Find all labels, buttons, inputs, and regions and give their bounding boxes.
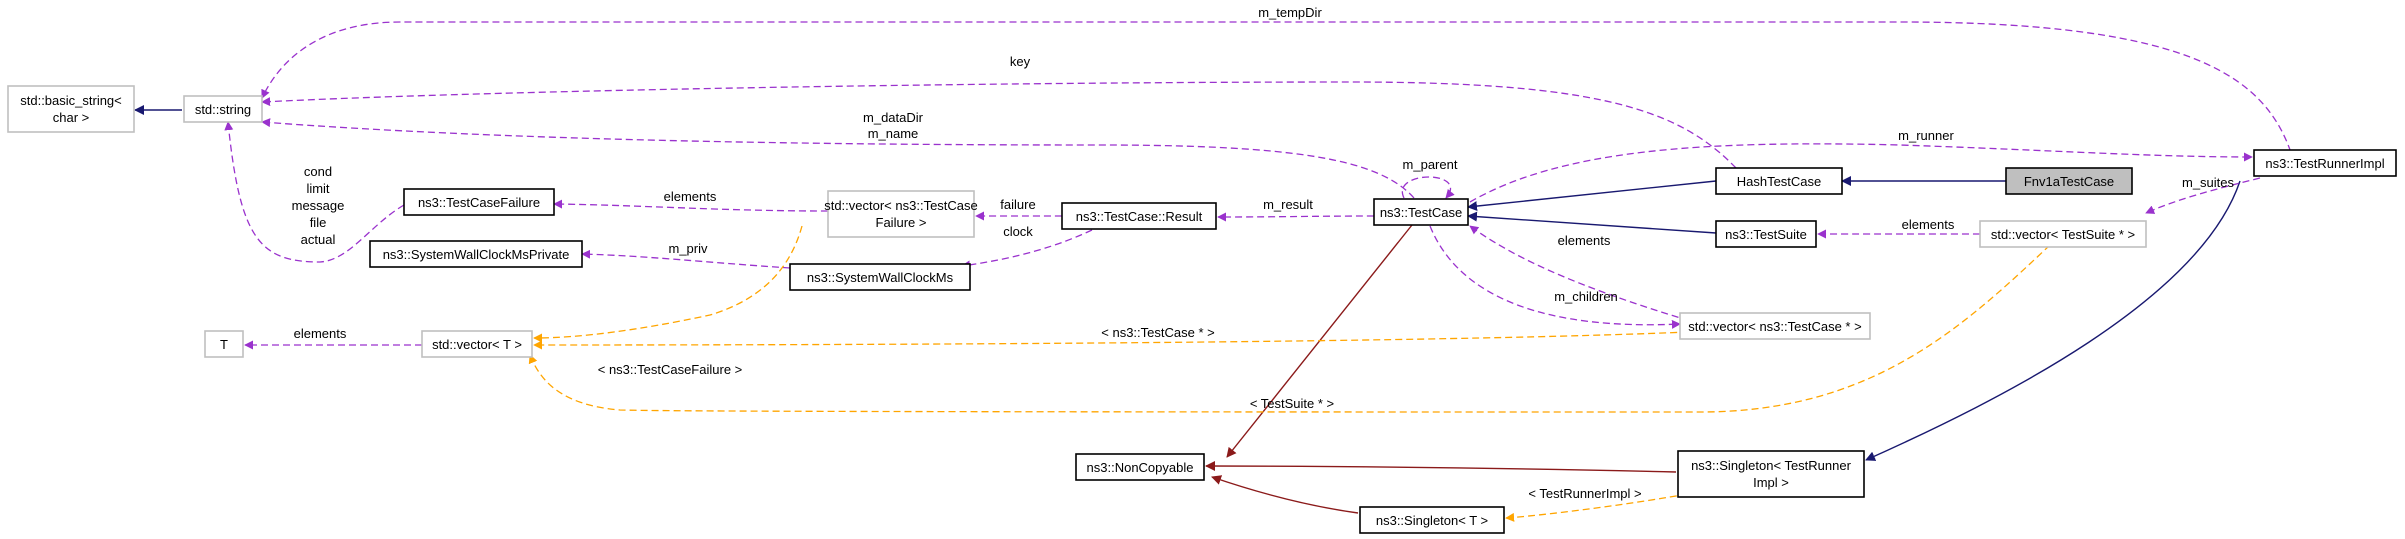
label-m-suites: m_suites: [2182, 175, 2235, 190]
label-file: file: [310, 215, 327, 230]
node-test-case-label: ns3::TestCase: [1380, 205, 1462, 220]
label-tpl-testsuite-ptr: < TestSuite * >: [1250, 396, 1334, 411]
label-clock: clock: [1003, 224, 1033, 239]
node-std-string[interactable]: std::string: [183, 95, 263, 123]
node-singleton-runner-line1: ns3::Singleton< TestRunner: [1691, 458, 1852, 473]
node-vector-testcase-label: std::vector< ns3::TestCase * >: [1688, 319, 1861, 334]
node-t-label: T: [220, 337, 228, 352]
node-basic-string[interactable]: std::basic_string< char >: [7, 85, 135, 133]
edge-m-tempdir: [261, 21, 2295, 163]
node-singleton-runner[interactable]: ns3::Singleton< TestRunner Impl >: [1677, 450, 1865, 498]
label-m-runner: m_runner: [1898, 128, 1954, 143]
edge-m-runner: [1469, 143, 2253, 203]
node-noncopyable[interactable]: ns3::NonCopyable: [1075, 453, 1205, 481]
label-key: key: [1010, 54, 1031, 69]
edge-elements-failure: [553, 199, 829, 212]
node-test-suite[interactable]: ns3::TestSuite: [1715, 220, 1817, 248]
edge-m-parent: [1401, 176, 1455, 199]
node-noncopyable-label: ns3::NonCopyable: [1087, 460, 1194, 475]
node-test-runner-impl-label: ns3::TestRunnerImpl: [2265, 156, 2384, 171]
label-failure: failure: [1000, 197, 1035, 212]
node-basic-string-line2: char >: [53, 110, 90, 125]
edge-m-children: [1429, 225, 1681, 329]
edge-m-suites: [2145, 177, 2261, 214]
node-test-suite-label: ns3::TestSuite: [1725, 227, 1807, 242]
edge-failure-fields: [224, 121, 405, 263]
edge-tpl-testsuite-ptr: [528, 244, 2051, 413]
node-singleton-t-label: ns3::Singleton< T >: [1376, 513, 1488, 528]
label-elements-testsuite: elements: [1902, 217, 1955, 232]
node-test-case-failure[interactable]: ns3::TestCaseFailure: [403, 188, 555, 216]
node-vector-testsuite[interactable]: std::vector< TestSuite * >: [1979, 220, 2147, 248]
edge-tpl-testcase-ptr: [533, 331, 1689, 350]
edge-labels: m_tempDir key m_dataDir m_name cond limi…: [292, 5, 2235, 501]
node-vector-failure-line2: Failure >: [876, 215, 927, 230]
edge-elements-testcase: [1469, 225, 1711, 328]
node-std-string-label: std::string: [195, 102, 251, 117]
node-basic-string-line1: std::basic_string<: [20, 93, 122, 108]
label-m-datadir: m_dataDir: [863, 110, 924, 125]
nodes: std::basic_string< char > std::string ns…: [7, 85, 2397, 534]
label-tpl-testrunnerimpl: < TestRunnerImpl >: [1528, 486, 1641, 501]
label-actual: actual: [301, 232, 336, 247]
node-test-case[interactable]: ns3::TestCase: [1373, 198, 1469, 226]
node-vector-failure-line1: std::vector< ns3::TestCase: [824, 198, 978, 213]
label-m-children: m_children: [1554, 289, 1618, 304]
edge-m-result: [1217, 212, 1375, 222]
label-elements-testcase: elements: [1558, 233, 1611, 248]
edge-singleton-runner-to-noncopyable: [1205, 461, 1677, 473]
label-limit: limit: [306, 181, 329, 196]
node-wallclock-label: ns3::SystemWallClockMs: [807, 270, 954, 285]
label-m-parent: m_parent: [1403, 157, 1458, 172]
label-elements-t: elements: [294, 326, 347, 341]
label-tpl-testcase-ptr: < ns3::TestCase * >: [1101, 325, 1214, 340]
node-test-runner-impl[interactable]: ns3::TestRunnerImpl: [2253, 149, 2397, 177]
edges: [134, 21, 2295, 522]
edge-testrunnerimpl-to-singleton-runner: [1865, 180, 2241, 461]
node-singleton-runner-line2: Impl >: [1753, 475, 1789, 490]
node-wallclock[interactable]: ns3::SystemWallClockMs: [789, 263, 971, 291]
label-cond: cond: [304, 164, 332, 179]
node-result-label: ns3::TestCase::Result: [1076, 209, 1203, 224]
node-vector-t-label: std::vector< T >: [432, 337, 522, 352]
node-vector-t[interactable]: std::vector< T >: [421, 330, 533, 358]
node-vector-failure[interactable]: std::vector< ns3::TestCase Failure >: [824, 190, 978, 238]
label-m-tempdir: m_tempDir: [1258, 5, 1322, 20]
node-hash-test-case-label: HashTestCase: [1737, 174, 1822, 189]
label-tpl-testcasefailure: < ns3::TestCaseFailure >: [598, 362, 743, 377]
node-result[interactable]: ns3::TestCase::Result: [1061, 202, 1217, 230]
edge-testsuite-to-testcase: [1467, 211, 1717, 234]
node-fnv1a-test-case-label: Fnv1aTestCase: [2024, 174, 2114, 189]
node-test-case-failure-label: ns3::TestCaseFailure: [418, 195, 540, 210]
node-wallclock-private[interactable]: ns3::SystemWallClockMsPrivate: [369, 240, 583, 268]
edge-m-priv: [581, 249, 791, 269]
node-wallclock-private-label: ns3::SystemWallClockMsPrivate: [383, 247, 570, 262]
node-singleton-t[interactable]: ns3::Singleton< T >: [1359, 506, 1505, 534]
edge-tpl-testcasefailure: [533, 225, 803, 343]
label-elements-failure: elements: [664, 189, 717, 204]
label-m-result: m_result: [1263, 197, 1313, 212]
node-hash-test-case[interactable]: HashTestCase: [1715, 167, 1843, 195]
edge-m-datadir-name: [261, 118, 1415, 199]
node-fnv1a-test-case[interactable]: Fnv1aTestCase: [2005, 167, 2133, 195]
edge-hashtestcase-to-testcase: [1467, 180, 1717, 212]
label-m-name: m_name: [868, 126, 919, 141]
node-t[interactable]: T: [204, 330, 244, 358]
label-m-priv: m_priv: [668, 241, 708, 256]
label-message: message: [292, 198, 345, 213]
node-vector-testsuite-label: std::vector< TestSuite * >: [1991, 227, 2135, 242]
edge-key: [261, 81, 1737, 169]
edge-singleton-t-to-noncopyable: [1211, 475, 1359, 514]
edge-clock: [961, 229, 1093, 270]
node-vector-testcase[interactable]: std::vector< ns3::TestCase * >: [1679, 312, 1871, 340]
